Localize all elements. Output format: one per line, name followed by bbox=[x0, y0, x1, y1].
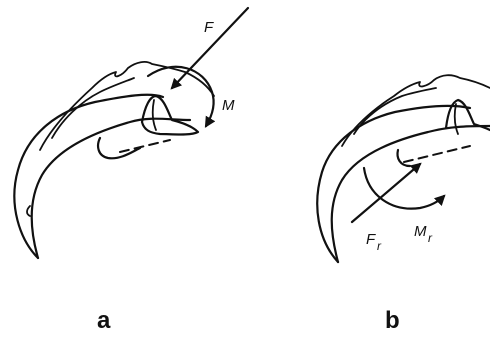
panel-a-letter: a bbox=[97, 307, 111, 334]
panel-a-force-label: F bbox=[204, 19, 214, 36]
panel-b-bone-inner bbox=[330, 124, 490, 264]
panel-b-tooth bbox=[444, 98, 490, 132]
panel-a-moment-arrow bbox=[146, 65, 216, 128]
panel-b-base-block bbox=[396, 148, 412, 168]
panel-b-tooth-root bbox=[453, 103, 459, 135]
panel-a-dashed-line bbox=[119, 139, 171, 153]
panel-a-bone-inner bbox=[30, 117, 192, 260]
panel-a-bone-mark bbox=[26, 205, 31, 217]
panel-b-reaction-moment-label: M bbox=[414, 223, 427, 240]
panel-a-gum-line-2 bbox=[51, 77, 135, 139]
panel-b-reaction-moment-subscript: r bbox=[428, 231, 433, 245]
panel-a-tooth-root bbox=[151, 99, 157, 131]
panel-a-force-arrow bbox=[170, 6, 250, 90]
panel-b-reaction-moment-arrow bbox=[362, 166, 446, 210]
panel-a-bone-outline bbox=[13, 93, 165, 260]
panel-b-reaction-force-subscript: r bbox=[377, 239, 382, 253]
panel-a-base-block bbox=[97, 136, 142, 160]
panel-a-gum-line bbox=[39, 61, 215, 151]
panel-a-tooth bbox=[140, 94, 200, 136]
panel-a-moment-label: M bbox=[222, 97, 235, 114]
panel-b-reaction-force-label: F bbox=[366, 231, 376, 248]
panel-b-gum-line-2 bbox=[353, 87, 437, 135]
panel-a: F M a bbox=[13, 6, 250, 334]
panel-b-reaction-force-arrow bbox=[350, 162, 422, 224]
panel-b-gum-line bbox=[341, 74, 490, 147]
panel-b-dashed-line bbox=[403, 145, 471, 163]
panel-b: F r M r b bbox=[316, 74, 490, 334]
panel-b-letter: b bbox=[385, 307, 400, 334]
panel-b-bone-outline bbox=[316, 104, 472, 264]
